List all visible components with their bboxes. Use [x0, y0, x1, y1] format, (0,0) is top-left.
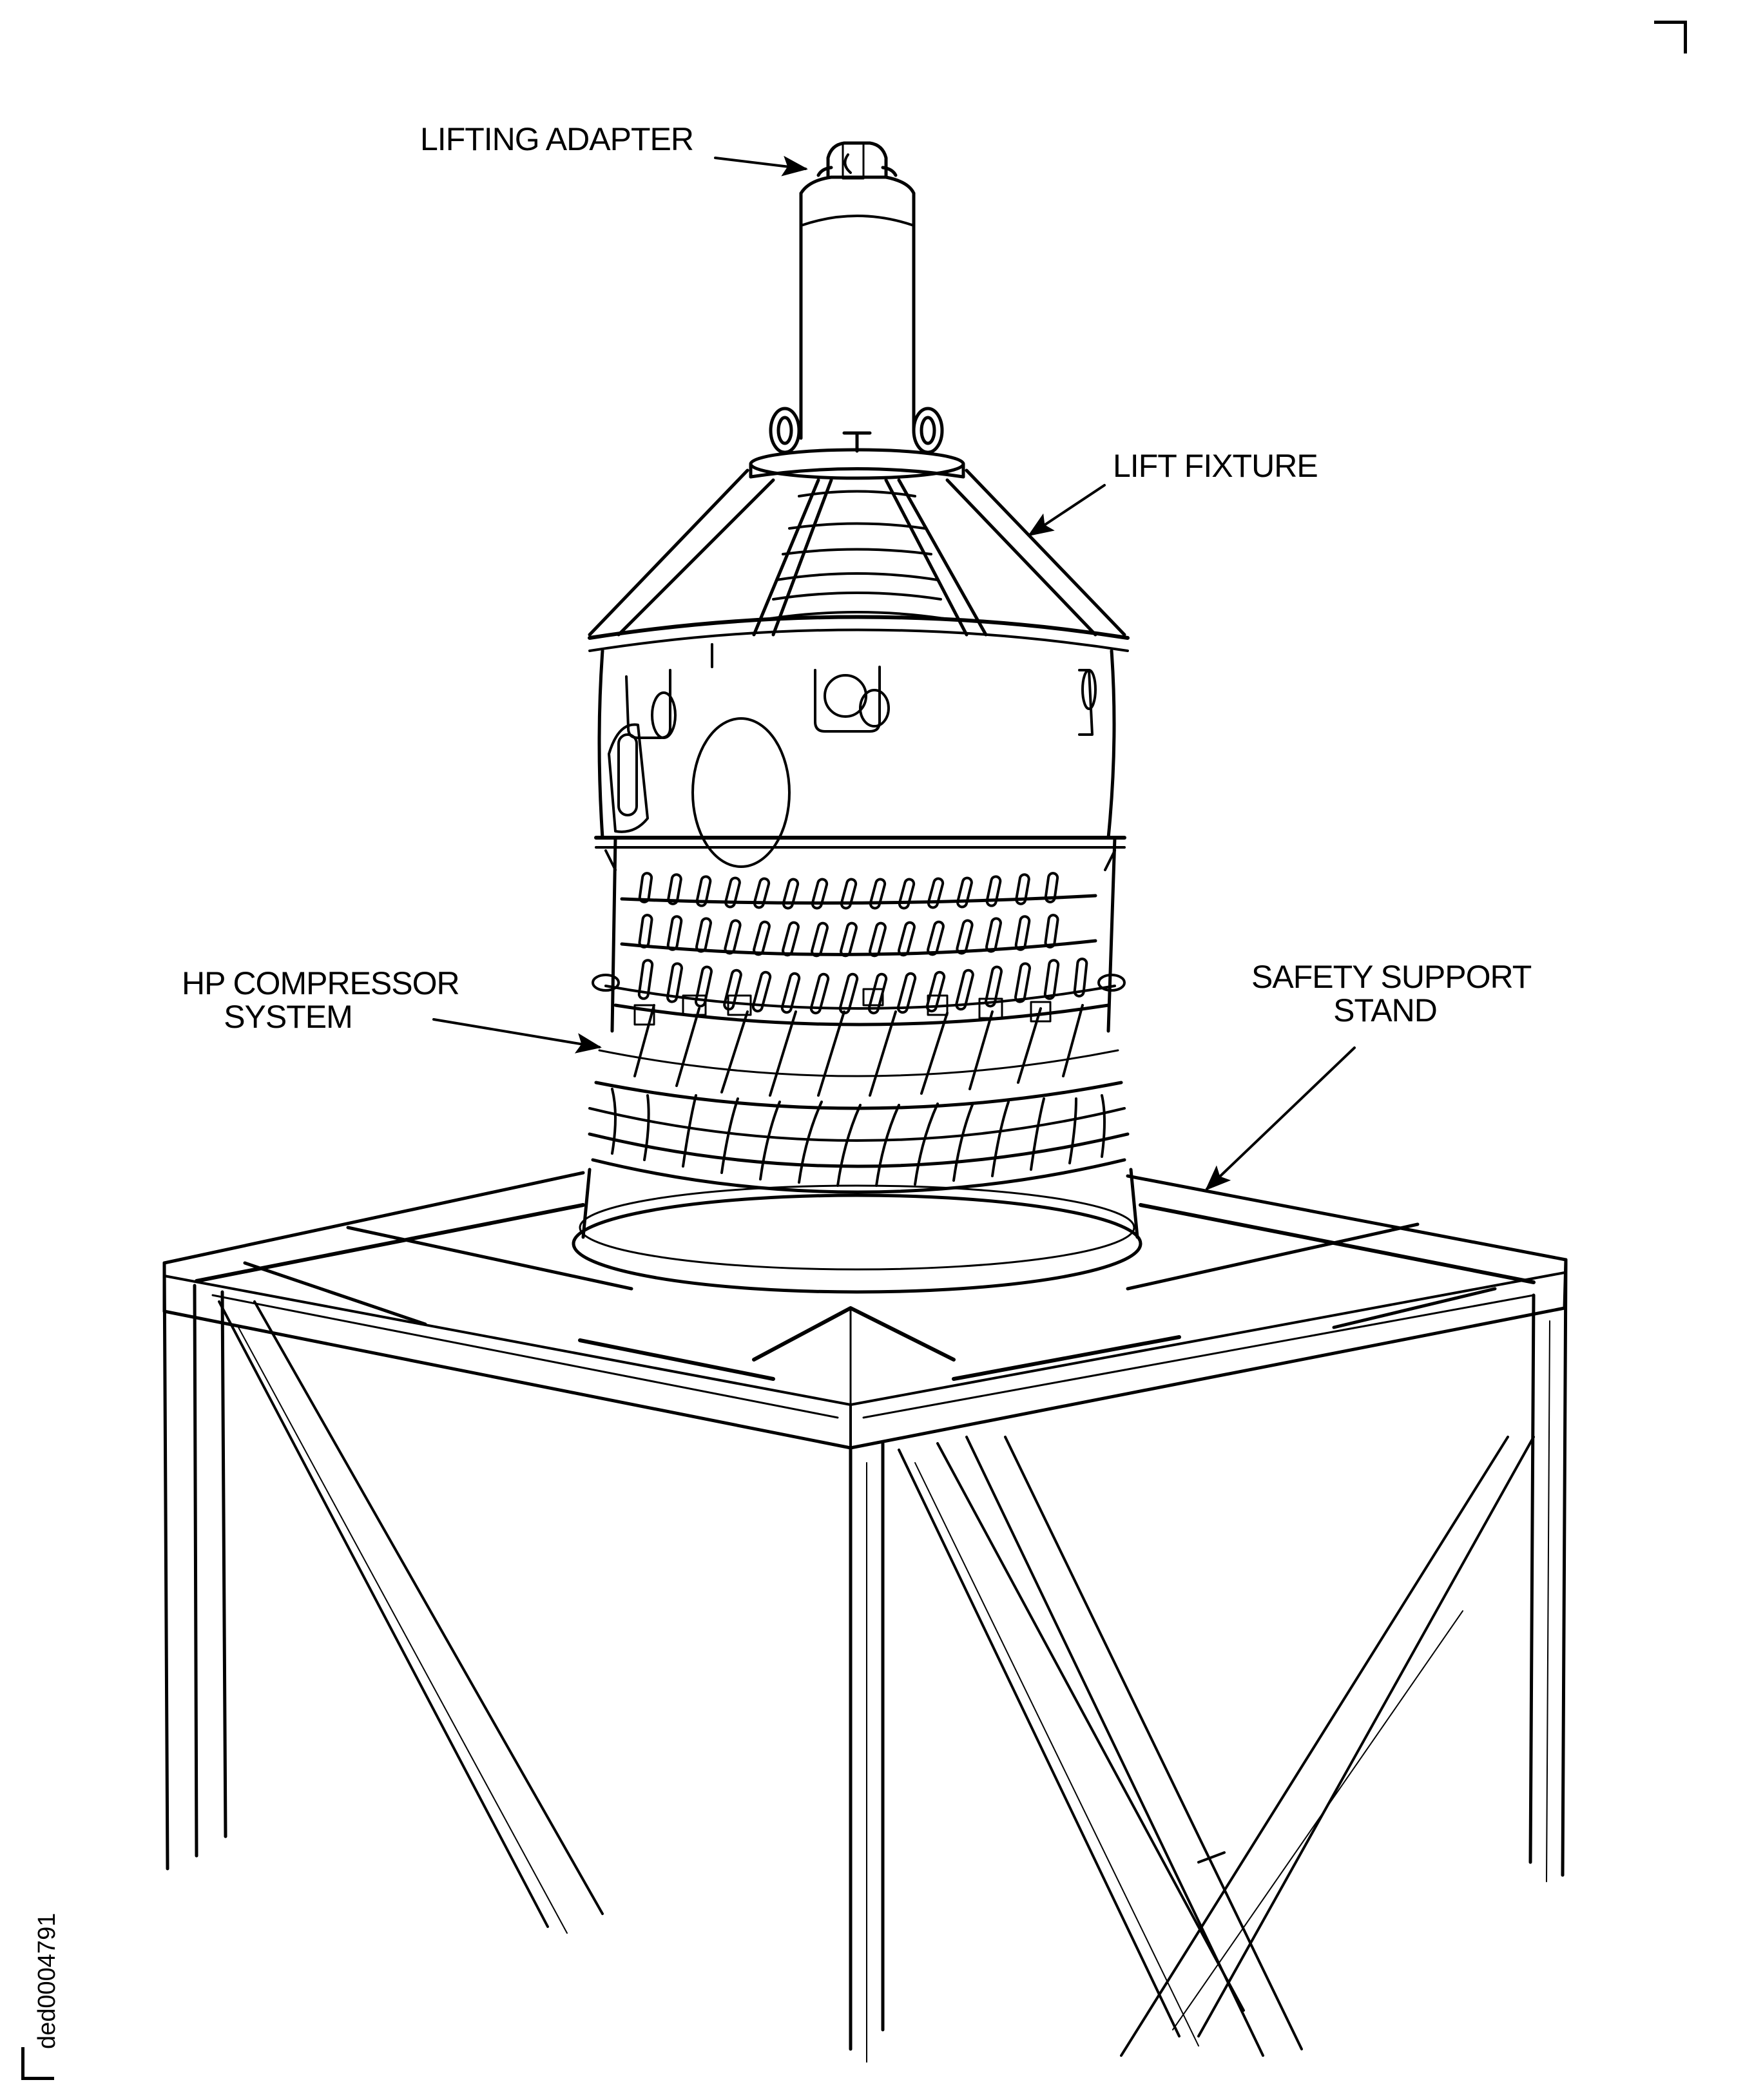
figure-id: ded0004791: [34, 1912, 61, 2049]
label-lift-fixture: LIFT FIXTURE: [1113, 449, 1318, 483]
hp-compressor-system: [572, 141, 1142, 1294]
label-lifting-adapter: LIFTING ADAPTER: [420, 121, 694, 157]
lift-fixture-arrow: [1027, 484, 1106, 537]
label-safety-support-stand: SAFETY SUPPORT STAND: [1251, 959, 1532, 1028]
label-line: STAND: [1333, 992, 1438, 1028]
label-line: SAFETY SUPPORT: [1251, 959, 1532, 995]
hp-compressor-arrow: [432, 1018, 602, 1054]
label-line: LIFTING ADAPTER: [420, 121, 694, 157]
corner-mark-top-right: [1654, 21, 1687, 53]
label-line: SYSTEM: [224, 999, 353, 1035]
label-line: HP COMPRESSOR: [182, 965, 460, 1001]
safety-support-stand: [162, 1171, 1568, 2063]
safety-stand-arrow: [1205, 1046, 1356, 1191]
label-line: LIFT FIXTURE: [1113, 448, 1318, 484]
label-hp-compressor-system: HP COMPRESSOR SYSTEM: [182, 965, 460, 1035]
corner-mark-bottom-left: [21, 2047, 54, 2080]
lifting-adapter-arrow: [714, 155, 808, 177]
callout-arrows: [432, 155, 1356, 1191]
